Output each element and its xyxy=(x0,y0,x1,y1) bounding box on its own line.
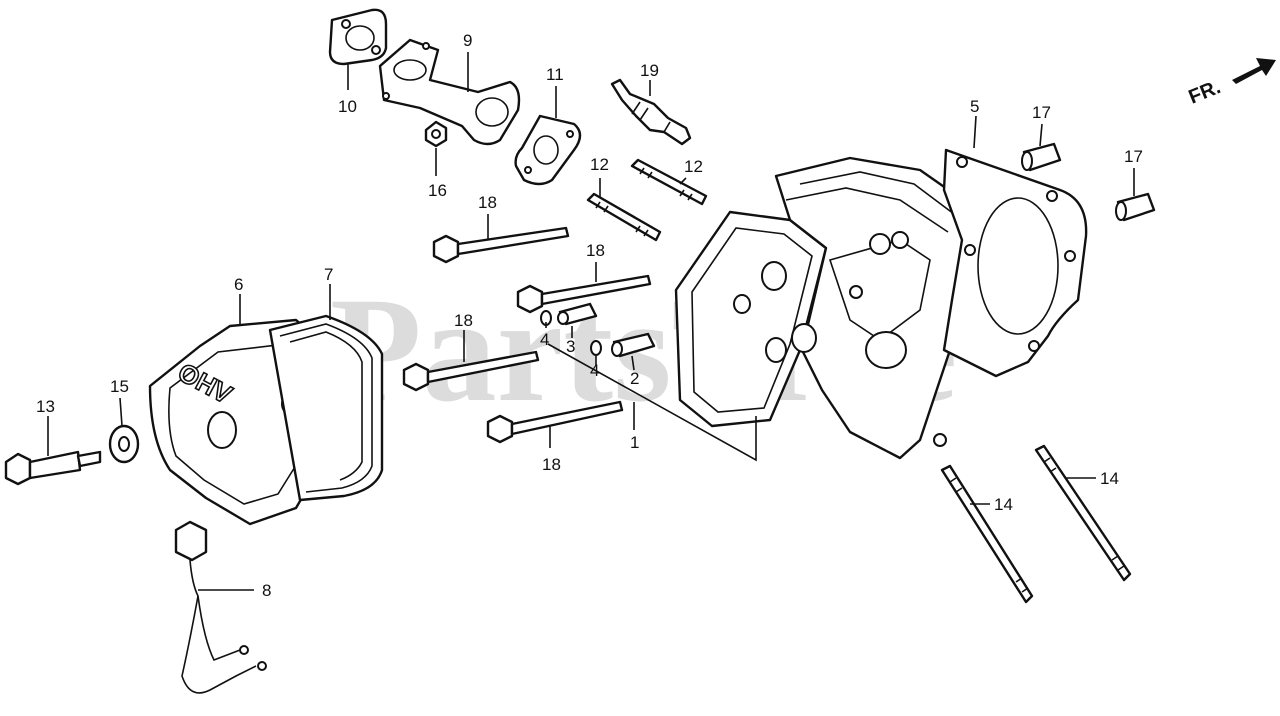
part-10-intake-gasket xyxy=(328,8,388,66)
part-2-dowel-pin xyxy=(611,332,656,358)
front-direction-arrow-icon xyxy=(1232,58,1276,84)
part-19-spark-plug xyxy=(610,78,692,146)
part-15-washer xyxy=(108,424,140,464)
part-14-stud-b xyxy=(1034,444,1132,582)
callout-18-top: 18 xyxy=(478,193,497,212)
part-17-dowel-a xyxy=(1021,142,1062,172)
callout-14-left: 14 xyxy=(994,495,1013,514)
callout-12-left: 12 xyxy=(590,155,609,174)
callout-labels: 10 9 16 11 19 12 12 18 18 18 18 4 3 4 2 … xyxy=(36,31,1143,600)
callout-9: 9 xyxy=(463,31,472,50)
part-18-bolt-b xyxy=(516,274,652,314)
part-13-cover-bolt xyxy=(4,450,102,486)
part-1-cylinder-head xyxy=(674,156,982,460)
callout-14-right: 14 xyxy=(1100,469,1119,488)
front-direction-marker: FR. xyxy=(1186,58,1276,109)
part-4-ring-b xyxy=(590,340,602,356)
part-18-bolt-d xyxy=(486,400,624,444)
part-18-bolt-c xyxy=(402,350,540,392)
part-12-stud-lower xyxy=(586,192,662,242)
callout-11: 11 xyxy=(546,65,564,84)
callout-4-left: 4 xyxy=(540,330,549,349)
callout-17-left: 17 xyxy=(1032,103,1051,122)
callout-8: 8 xyxy=(262,581,271,600)
part-8-oil-alert-switch xyxy=(174,520,267,694)
callout-16: 16 xyxy=(428,181,447,200)
part-6-head-cover: OHV xyxy=(148,318,326,526)
callout-3: 3 xyxy=(566,337,575,356)
callout-12-right: 12 xyxy=(684,157,703,176)
callout-19: 19 xyxy=(640,61,659,80)
callout-13: 13 xyxy=(36,397,55,416)
callout-17-right: 17 xyxy=(1124,147,1143,166)
callout-4-right: 4 xyxy=(590,361,599,380)
part-3-dowel-pin xyxy=(557,302,598,326)
callout-18-upper-right: 18 xyxy=(586,241,605,260)
callout-2: 2 xyxy=(630,369,639,388)
callout-15: 15 xyxy=(110,377,129,396)
callout-6: 6 xyxy=(234,275,243,294)
callout-1: 1 xyxy=(630,433,639,452)
part-9-intake-pipe xyxy=(378,38,521,146)
part-11-gasket xyxy=(514,114,582,186)
callout-18-middle: 18 xyxy=(454,311,473,330)
callout-5: 5 xyxy=(970,97,979,116)
leader-lines xyxy=(47,52,1135,591)
part-12-stud-upper xyxy=(630,158,708,206)
front-direction-label: FR. xyxy=(1186,76,1224,108)
part-18-bolt-a xyxy=(432,226,570,264)
part-7-cover-gasket xyxy=(268,314,384,502)
callout-10: 10 xyxy=(338,97,357,116)
part-16-nut xyxy=(424,120,448,148)
part-14-stud-a xyxy=(940,464,1034,604)
part-5-head-gasket xyxy=(942,148,1088,378)
part-17-dowel-b xyxy=(1115,192,1156,222)
callout-7: 7 xyxy=(324,265,333,284)
callout-18-bottom: 18 xyxy=(542,455,561,474)
